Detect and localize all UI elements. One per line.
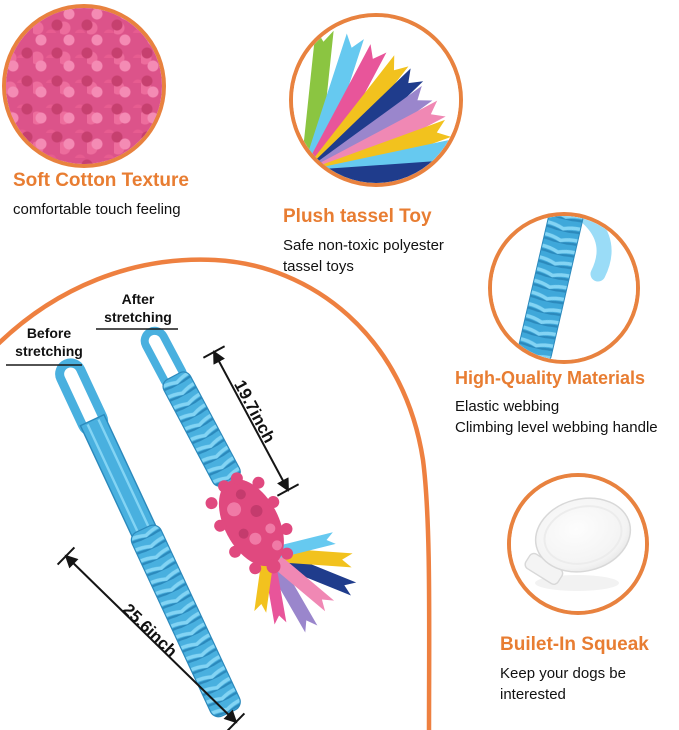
callout-materials: High-Quality Materials Elastic webbing C… <box>455 368 658 439</box>
callout-line: Climbing level webbing handle <box>455 419 658 437</box>
callout-squeak: Builet-In Squeak Keep your dogs be inter… <box>500 634 649 706</box>
decor-orange-arc <box>0 257 432 730</box>
callout-line: interested <box>500 686 566 704</box>
callout-heading: Plush tassel Toy <box>283 206 432 227</box>
callout-line: comfortable touch feeling <box>13 201 181 218</box>
chenille-texture <box>227 489 283 551</box>
bungee-toy-before <box>55 358 241 718</box>
callout-soft-texture: Soft Cotton Texture comfortable touch fe… <box>13 170 189 220</box>
photo-elastic-webbing <box>488 212 640 364</box>
measure-total-length <box>56 546 246 730</box>
callout-line: Keep your dogs be <box>500 665 626 682</box>
pink-chenille-texture-image <box>6 8 162 164</box>
white-squeaker-image <box>511 477 645 611</box>
callout-plush-tassel: Plush tassel Toy Safe non-toxic polyeste… <box>283 206 444 278</box>
photo-soft-texture <box>2 4 166 168</box>
after-stretching-label: After stretching <box>104 291 172 325</box>
photo-squeaker <box>507 473 649 615</box>
bungee-toy-after <box>140 326 357 633</box>
callout-line: Safe non-toxic polyester <box>283 237 444 254</box>
before-stretching-label: Before stretching <box>15 325 83 359</box>
callout-line: tassel toys <box>283 258 354 276</box>
colorful-fleece-tassels-image <box>293 17 459 183</box>
blue-bungee-webbing-image <box>492 216 636 360</box>
measure-stretch-length <box>202 345 300 497</box>
callout-heading: Builet-In Squeak <box>500 634 649 655</box>
callout-line: Elastic webbing <box>455 398 560 415</box>
callout-heading: High-Quality Materials <box>455 368 646 388</box>
callout-heading: Soft Cotton Texture <box>13 170 189 191</box>
photo-plush-tassels <box>289 13 463 187</box>
